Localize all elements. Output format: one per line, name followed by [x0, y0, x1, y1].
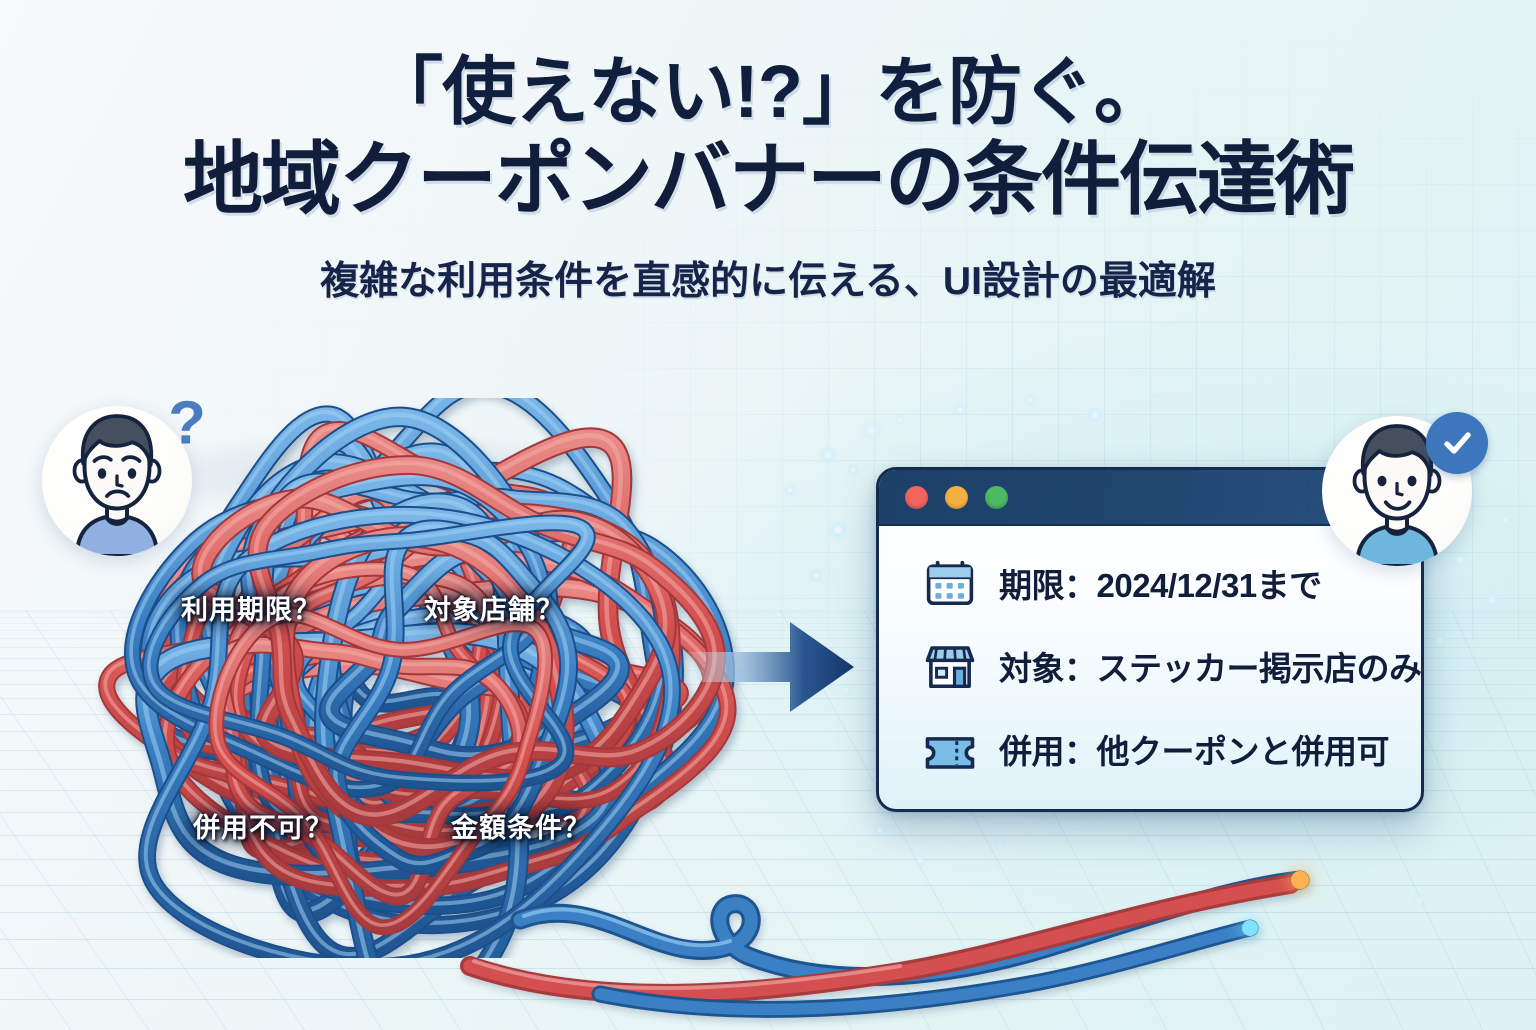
close-dot[interactable] [905, 486, 928, 509]
card-row-target: 対象：ステッカー掲示店のみ [923, 639, 1421, 693]
page-title-line1: 「使えない!?」を防ぐ。 [0, 52, 1536, 132]
label-amount-question: 金額条件？ [451, 806, 591, 845]
calendar-icon [923, 556, 977, 610]
card-row-stacking: 併用：他クーポンと併用可 [923, 722, 1421, 776]
card-row-stacking-text: 併用：他クーポンと併用可 [999, 725, 1389, 773]
label-expiry-question: 利用期限？ [181, 588, 321, 627]
blue-cable-glow-tip [1242, 920, 1258, 936]
page-title-line2: 地域クーポンバナーの条件伝達術 [0, 136, 1536, 224]
header-block: 「使えない!?」を防ぐ。 地域クーポンバナーの条件伝達術 複雑な利用条件を直感的… [0, 52, 1536, 306]
maximize-dot[interactable] [985, 486, 1008, 509]
svg-text:?: ? [168, 394, 206, 458]
page-subtitle: 複雑な利用条件を直感的に伝える、UI設計の最適解 [0, 250, 1536, 306]
transition-arrow [686, 612, 856, 722]
minimize-dot[interactable] [945, 486, 968, 509]
label-store-question: 対象店舗？ [424, 588, 564, 627]
confused-user-avatar: ? [42, 406, 192, 556]
check-circle-icon [1426, 412, 1488, 474]
satisfied-user-avatar [1322, 416, 1472, 566]
red-cable-glow-tip [1291, 871, 1309, 889]
label-stacking-question: 併用不可？ [193, 806, 333, 845]
card-row-expiry-text: 期限：2024/12/31まで [999, 559, 1322, 607]
card-row-target-text: 対象：ステッカー掲示店のみ [999, 642, 1422, 690]
storefront-icon [923, 639, 977, 693]
ticket-icon [923, 722, 977, 776]
question-mark-icon: ? [154, 394, 220, 460]
